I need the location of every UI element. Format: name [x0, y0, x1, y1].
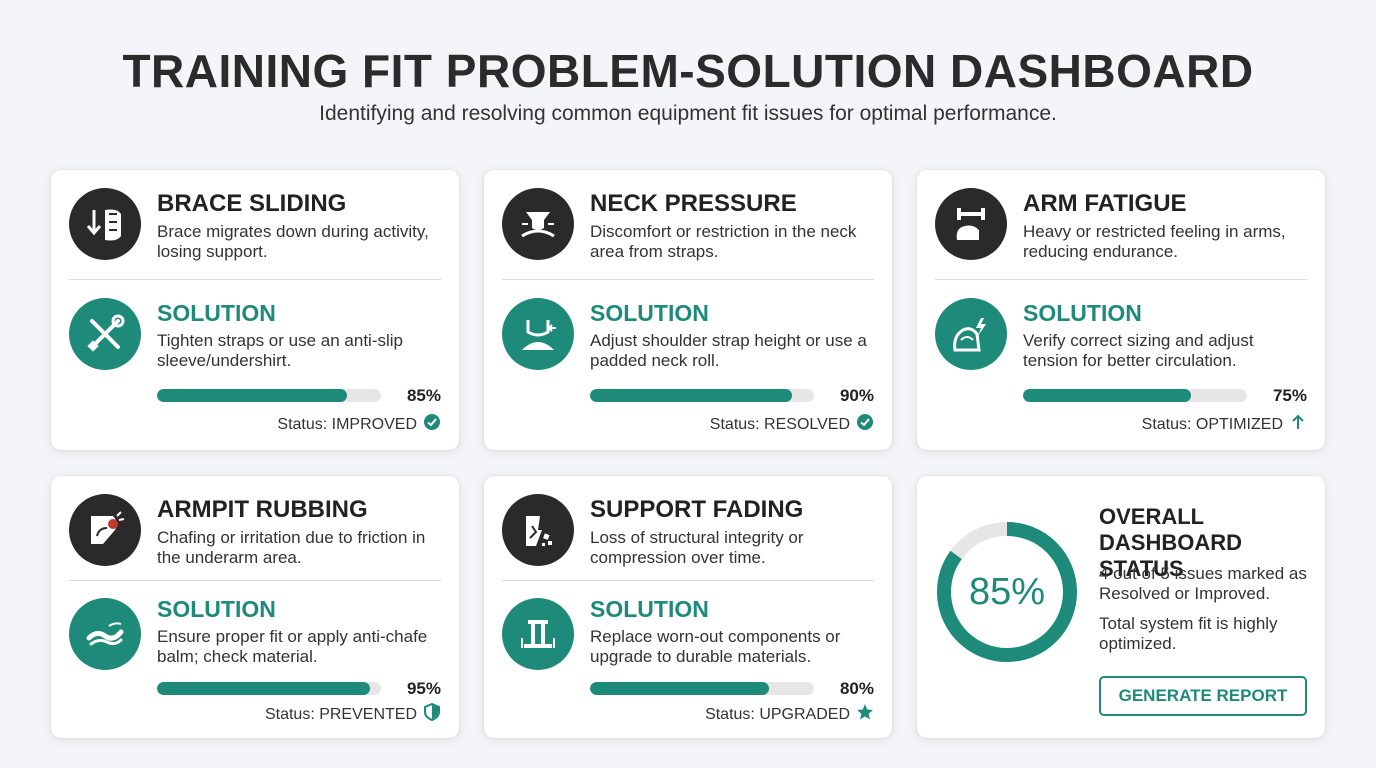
gauge-fill: [937, 522, 1077, 662]
overall-title-line1: OVERALL: [1099, 504, 1205, 529]
status-badge: Status: RESOLVED: [710, 413, 874, 436]
neck-adjust-icon: [502, 298, 574, 370]
solution-description: Adjust shoulder strap height or use a pa…: [590, 331, 867, 370]
neck-pressure-icon: [502, 188, 574, 260]
armpit-rubbing-icon: [69, 494, 141, 566]
status-badge: Status: UPGRADED: [705, 703, 874, 726]
progress-fill: [1023, 389, 1191, 402]
divider: [502, 279, 874, 280]
issue-card-armpit-rubbing: ARMPIT RUBBING Chafing or irritation due…: [51, 476, 459, 738]
overall-title-line2: DASHBOARD STATUS: [1099, 530, 1242, 581]
progress-bar: [590, 682, 814, 695]
progress-fill: [590, 682, 770, 695]
status-text: Status: PREVENTED: [264, 705, 417, 723]
overall-percent: 85%: [968, 570, 1046, 613]
problem-description: Chafing or irritation due to friction in…: [157, 528, 426, 567]
solution-description: Verify correct sizing and adjust tension…: [1023, 331, 1254, 370]
status-text: Status: UPGRADED: [705, 705, 850, 723]
overall-summary: 4 out of 5 issues marked as Resolved or …: [1099, 564, 1307, 603]
problem-description: Discomfort or restriction in the neck ar…: [590, 222, 857, 261]
progress-percent: 75%: [1272, 386, 1307, 405]
overall-title: OVERALL DASHBOARD STATUS: [1099, 504, 1319, 582]
issue-card-neck-pressure: NECK PRESSURE Discomfort or restriction …: [484, 170, 892, 450]
check-circle-icon: [423, 413, 441, 436]
progress-percent: 80%: [839, 679, 874, 698]
problem-title: NECK PRESSURE: [590, 190, 797, 217]
issue-card-arm-fatigue: ARM FATIGUE Heavy or restricted feeling …: [917, 170, 1325, 450]
divider: [935, 279, 1307, 280]
problem-title: BRACE SLIDING: [157, 190, 347, 217]
problem-description: Heavy or restricted feeling in arms, red…: [1023, 222, 1286, 261]
status-badge: Status: IMPROVED: [277, 413, 441, 436]
page-subtitle: Identifying and resolving common equipme…: [319, 102, 1057, 125]
progress-fill: [157, 682, 370, 695]
status-text: Status: RESOLVED: [709, 415, 850, 433]
solution-description: Replace worn-out components or upgrade t…: [590, 627, 841, 666]
arm-energy-icon: [935, 298, 1007, 370]
issue-card-brace-sliding: BRACE SLIDING Brace migrates down during…: [51, 170, 459, 450]
page-title: TRAINING FIT PROBLEM-SOLUTION DASHBOARD: [122, 45, 1254, 97]
problem-description: Brace migrates down during activity, los…: [157, 222, 429, 261]
progress-bar: [157, 389, 381, 402]
progress-bar: [1023, 389, 1247, 402]
balm-wave-icon: [69, 598, 141, 670]
status-badge: Status: OPTIMIZED: [1142, 413, 1307, 436]
star-icon: [856, 703, 874, 726]
problem-title: SUPPORT FADING: [590, 496, 804, 523]
status-badge: Status: PREVENTED: [264, 702, 441, 726]
progress-fill: [590, 389, 792, 402]
check-circle-icon: [856, 413, 874, 436]
divider: [502, 580, 874, 581]
pillar-icon: [502, 598, 574, 670]
crumbling-support-icon: [502, 494, 574, 566]
status-text: Status: OPTIMIZED: [1141, 415, 1283, 433]
solution-label: SOLUTION: [157, 596, 276, 622]
overall-note: Total system fit is highly optimized.: [1099, 614, 1278, 653]
brace-sliding-icon: [69, 188, 141, 260]
divider: [69, 279, 441, 280]
progress-bar: [590, 389, 814, 402]
status-text: Status: IMPROVED: [277, 415, 417, 433]
solution-label: SOLUTION: [1023, 300, 1142, 326]
progress-percent: 85%: [406, 386, 441, 405]
overall-status-card: 85% OVERALL DASHBOARD STATUS 4 out of 5 …: [917, 476, 1325, 738]
solution-label: SOLUTION: [590, 300, 709, 326]
solution-label: SOLUTION: [157, 300, 276, 326]
problem-description: Loss of structural integrity or compress…: [590, 528, 804, 567]
problem-title: ARMPIT RUBBING: [157, 496, 368, 523]
arm-dumbbell-icon: [935, 188, 1007, 260]
arrow-up-icon: [1289, 413, 1307, 436]
progress-percent: 95%: [406, 679, 441, 698]
solution-description: Tighten straps or use an anti-slip sleev…: [157, 331, 403, 370]
problem-title: ARM FATIGUE: [1023, 190, 1187, 217]
shield-icon: [423, 702, 441, 726]
generate-report-button[interactable]: GENERATE REPORT: [1099, 676, 1307, 716]
solution-description: Ensure proper fit or apply anti-chafe ba…: [157, 627, 428, 666]
issue-card-support-fading: SUPPORT FADING Loss of structural integr…: [484, 476, 892, 738]
overall-gauge: [937, 522, 1077, 662]
solution-label: SOLUTION: [590, 596, 709, 622]
progress-bar: [157, 682, 381, 695]
progress-fill: [157, 389, 348, 402]
progress-percent: 90%: [839, 386, 874, 405]
divider: [69, 580, 441, 581]
wrench-screwdriver-icon: [69, 298, 141, 370]
